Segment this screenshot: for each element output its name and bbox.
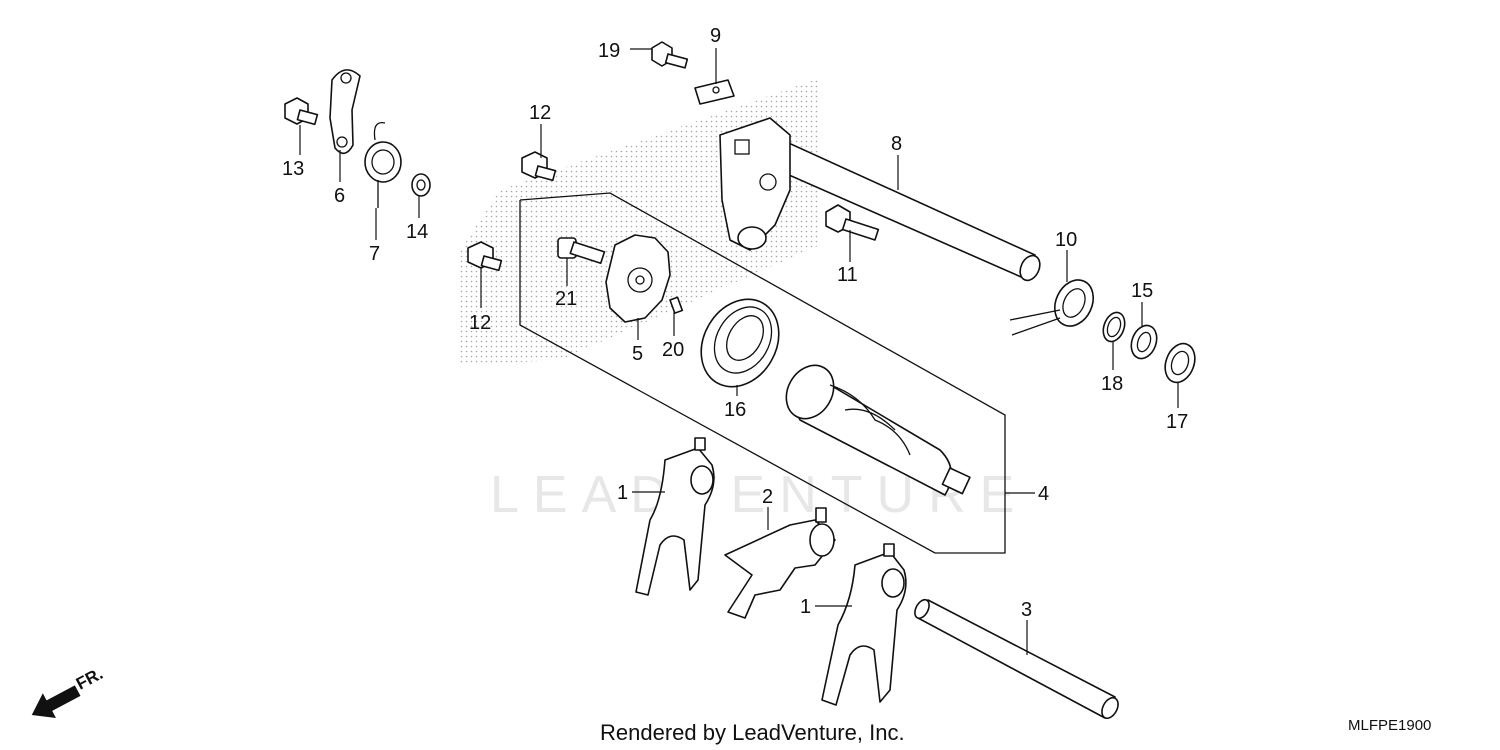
callout-20: 20 bbox=[662, 339, 684, 361]
part-4-shift-drum bbox=[785, 364, 971, 496]
part-15-washer bbox=[1130, 324, 1158, 360]
callout-4: 4 bbox=[1038, 483, 1049, 505]
part-20-pin bbox=[669, 296, 684, 314]
part-2-fork-middle bbox=[724, 507, 836, 619]
assembly-outline bbox=[519, 192, 1006, 554]
callout-21: 21 bbox=[555, 288, 577, 310]
part-12-bolt-upper bbox=[521, 151, 557, 182]
callout-8: 8 bbox=[891, 133, 902, 155]
callout-7: 7 bbox=[369, 243, 380, 265]
part-16-bearing bbox=[700, 298, 780, 388]
front-marker: FR. bbox=[73, 664, 106, 694]
part-19-bolt bbox=[651, 41, 689, 69]
part-11-bolt bbox=[825, 204, 880, 241]
callout-17: 17 bbox=[1166, 411, 1188, 433]
part-17-oil-seal bbox=[1164, 342, 1196, 384]
callout-12-lower: 12 bbox=[469, 312, 491, 334]
part-3-fork-shaft bbox=[914, 598, 1119, 720]
callout-3: 3 bbox=[1021, 599, 1032, 621]
part-7-spring bbox=[364, 121, 402, 208]
callout-1-right: 1 bbox=[800, 596, 811, 618]
callout-6: 6 bbox=[334, 185, 345, 207]
callout-9: 9 bbox=[710, 25, 721, 47]
callout-18: 18 bbox=[1101, 373, 1123, 395]
callout-16: 16 bbox=[724, 399, 746, 421]
part-13-bolt bbox=[284, 97, 319, 126]
callout-5: 5 bbox=[632, 343, 643, 365]
part-12-bolt-lower bbox=[467, 241, 503, 272]
part-8-shift-shaft bbox=[719, 117, 1041, 282]
callout-2: 2 bbox=[762, 486, 773, 508]
part-6-arm bbox=[329, 69, 361, 155]
part-1-fork-right bbox=[821, 543, 907, 706]
leader-lines bbox=[299, 48, 1179, 655]
part-18-circlip bbox=[1102, 311, 1126, 343]
part-14-washer bbox=[411, 173, 431, 197]
callout-12-upper: 12 bbox=[529, 102, 551, 124]
part-21-bolt bbox=[557, 237, 606, 265]
part-10-spring bbox=[1009, 279, 1095, 336]
part-5-star-plate bbox=[605, 234, 671, 323]
callout-14: 14 bbox=[406, 221, 428, 243]
callout-11: 11 bbox=[837, 264, 858, 286]
callout-13: 13 bbox=[282, 158, 304, 180]
diagram-code: MLFPE1900 bbox=[1348, 717, 1431, 734]
callout-19: 19 bbox=[598, 40, 620, 62]
arrow-down-left-icon bbox=[31, 685, 81, 718]
part-1-fork-left bbox=[635, 437, 715, 596]
render-credit: Rendered by LeadVenture, Inc. bbox=[600, 720, 905, 745]
callout-1-left: 1 bbox=[617, 482, 628, 504]
callout-10: 10 bbox=[1055, 229, 1077, 251]
callout-15: 15 bbox=[1131, 280, 1153, 302]
